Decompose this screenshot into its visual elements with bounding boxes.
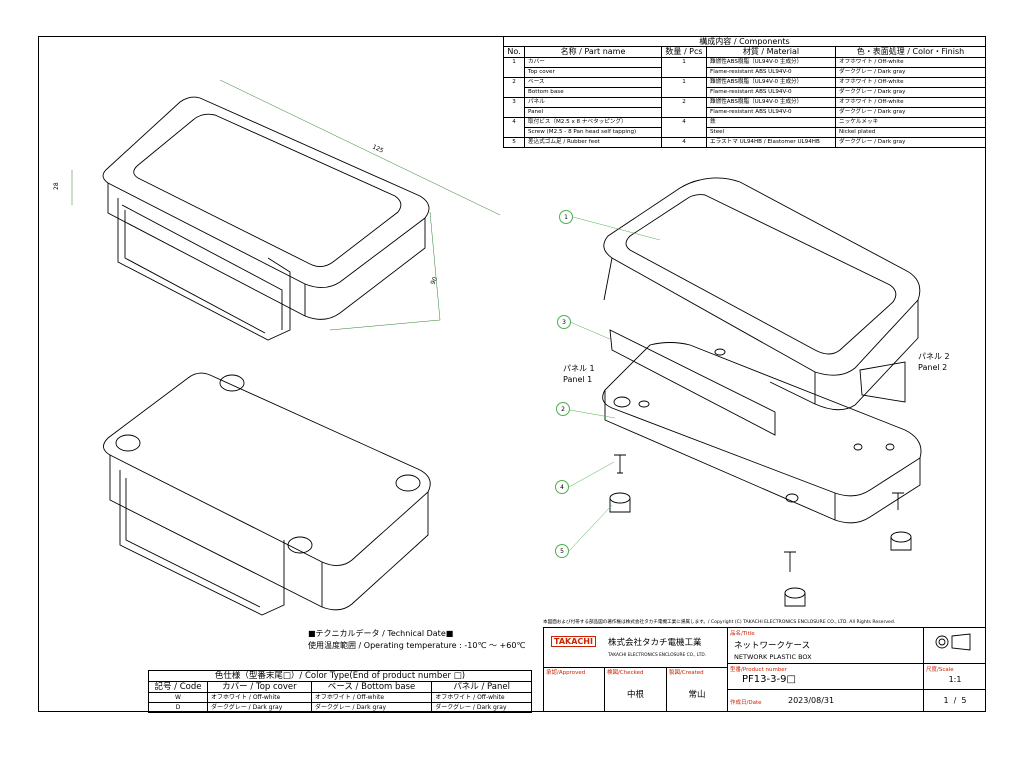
panel-1-label: パネル 1 Panel 1 bbox=[563, 363, 595, 385]
color-table-title: 色仕様（型番末尾□）/ Color Type(End of product nu… bbox=[148, 670, 532, 682]
component-finish-ja: ダークグレー / Dark gray bbox=[835, 137, 986, 148]
date-value: 2023/08/31 bbox=[788, 696, 835, 705]
created-label: 製図/Created bbox=[669, 670, 704, 676]
title-block: TAKACHI 株式会社タカチ電機工業 TAKACHI ELECTRONICS … bbox=[543, 627, 986, 712]
callout-1: 1 bbox=[559, 210, 573, 224]
title-en: NETWORK PLASTIC BOX bbox=[734, 653, 812, 661]
color-type-table: 色仕様（型番末尾□）/ Color Type(End of product nu… bbox=[148, 670, 532, 713]
product-number-cell: 型番/Product number PF13-3-9□ bbox=[728, 664, 924, 690]
takachi-logo: TAKACHI bbox=[551, 636, 596, 647]
color-code-w: W bbox=[148, 692, 208, 703]
isometric-view-top bbox=[102, 96, 430, 341]
exploded-cover bbox=[603, 177, 921, 411]
screw-2 bbox=[892, 492, 904, 510]
company-cell: TAKACHI 株式会社タカチ電機工業 TAKACHI ELECTRONICS … bbox=[544, 628, 728, 668]
panel-2-label-ja: パネル 2 bbox=[918, 352, 950, 361]
panel-1-label-ja: パネル 1 bbox=[563, 364, 595, 373]
projection-cell bbox=[924, 628, 986, 664]
product-number-label: 型番/Product number bbox=[730, 667, 787, 673]
created-name: 常山 bbox=[688, 690, 706, 700]
color-col-code: 記号 / Code bbox=[148, 681, 208, 693]
technical-data: ■テクニカルデータ / Technical Date■ 使用温度範囲 / Ope… bbox=[308, 628, 525, 652]
dim-length: 125 bbox=[371, 143, 385, 154]
projection-symbol bbox=[935, 633, 971, 651]
color-code-d: D bbox=[148, 702, 208, 713]
scale-label: 尺度/Scale bbox=[926, 667, 954, 673]
checked-label: 検図/Checked bbox=[607, 670, 644, 676]
callout-5: 5 bbox=[555, 544, 569, 558]
approved-cell: 承認/Approved bbox=[544, 668, 605, 712]
sheet-cell: 1 / 5 bbox=[924, 690, 986, 712]
scale-cell: 尺度/Scale 1:1 bbox=[924, 664, 986, 690]
scale-value: 1:1 bbox=[948, 675, 962, 684]
panel-1-shape bbox=[609, 329, 776, 436]
title-label: 品名/Title bbox=[730, 631, 755, 637]
components-table: 構成内容 / Components No. 名称 / Part name 数量 … bbox=[503, 36, 986, 148]
panel-1-label-en: Panel 1 bbox=[563, 375, 593, 384]
callout-2: 2 bbox=[556, 402, 570, 416]
callout-4: 4 bbox=[555, 480, 569, 494]
approved-label: 承認/Approved bbox=[546, 670, 586, 676]
title-ja: ネットワークケース bbox=[734, 641, 811, 651]
panel-2-label-en: Panel 2 bbox=[918, 363, 948, 372]
panel-2-shape bbox=[859, 361, 906, 403]
created-cell: 製図/Created 常山 bbox=[667, 668, 728, 712]
exploded-base bbox=[602, 342, 922, 524]
date-label: 作成日/Date bbox=[730, 700, 762, 706]
checked-cell: 検図/Checked 中根 bbox=[605, 668, 667, 712]
color-col-base: ベース / Bottom base bbox=[310, 681, 433, 693]
technical-temperature: 使用温度範囲 / Operating temperature : -10℃ ～ … bbox=[308, 641, 526, 650]
color-col-panel: パネル / Panel bbox=[431, 681, 532, 693]
rubber-feet bbox=[609, 492, 912, 607]
color-w-cover: オフホワイト / Off-white bbox=[207, 692, 312, 703]
technical-title: ■テクニカルデータ / Technical Date■ bbox=[308, 629, 454, 638]
callout-3: 3 bbox=[557, 315, 571, 329]
color-w-panel: オフホワイト / Off-white bbox=[431, 692, 532, 703]
checked-name: 中根 bbox=[626, 690, 644, 700]
color-w-base: オフホワイト / Off-white bbox=[310, 692, 433, 703]
screw-1 bbox=[614, 454, 626, 474]
sheet-number: 1 / 5 bbox=[943, 696, 967, 705]
panel-2-label: パネル 2 Panel 2 bbox=[918, 351, 950, 373]
company-name-en: TAKACHI ELECTRONICS ENCLOSURE CO., LTD. bbox=[608, 653, 706, 658]
isometric-view-bottom bbox=[103, 372, 431, 616]
color-d-cover: ダークグレー / Dark gray bbox=[207, 702, 312, 713]
color-d-panel: ダークグレー / Dark gray bbox=[431, 702, 532, 713]
product-number: PF13-3-9□ bbox=[742, 674, 796, 685]
color-d-base: ダークグレー / Dark gray bbox=[310, 702, 433, 713]
dim-height: 28 bbox=[53, 182, 60, 190]
dim-width: 90 bbox=[429, 276, 439, 286]
color-col-cover: カバー / Top cover bbox=[207, 681, 312, 693]
copyright-notice: 本図面および付帯する部品図の著作権は株式会社タカチ電機工業に帰属します。/ Co… bbox=[543, 620, 896, 625]
date-cell: 作成日/Date 2023/08/31 bbox=[728, 690, 924, 712]
company-name-ja: 株式会社タカチ電機工業 bbox=[608, 638, 702, 648]
screw-3 bbox=[784, 551, 796, 572]
title-cell: 品名/Title ネットワークケース NETWORK PLASTIC BOX bbox=[728, 628, 924, 664]
